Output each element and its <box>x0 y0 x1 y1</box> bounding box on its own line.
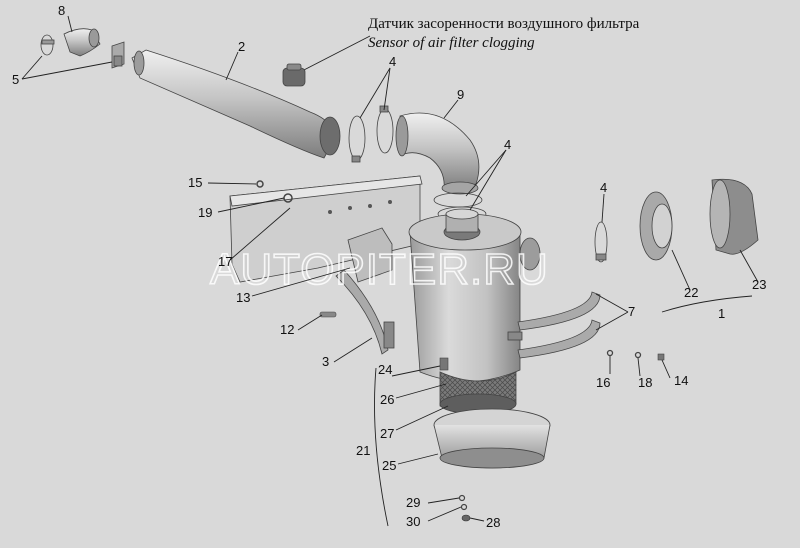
callout-14: 14 <box>674 373 688 388</box>
part-3-strap <box>335 269 395 355</box>
callout-17: 17 <box>218 254 232 269</box>
callout-28: 28 <box>486 515 500 530</box>
air-filter-housing <box>347 208 541 382</box>
part-9-elbow-tube <box>395 112 480 195</box>
callout-4c: 4 <box>600 180 607 195</box>
caption-en: Sensor of air filter clogging <box>368 35 535 51</box>
callout-5: 5 <box>12 72 19 87</box>
caption-ru: Датчик засоренности воздушного фильтра <box>368 16 640 32</box>
callout-labels: 8 5 2 4 9 4 4 15 19 17 13 12 3 22 23 1 7… <box>12 3 766 530</box>
part-4-clamps-upper <box>348 105 394 163</box>
callout-12: 12 <box>280 322 294 337</box>
callout-7: 7 <box>628 304 635 319</box>
callout-24: 24 <box>378 362 392 377</box>
part-5-clamps <box>40 34 125 69</box>
part-8-elbow <box>63 28 101 57</box>
part-25-dust-pan <box>433 408 551 469</box>
part-2-intake-tube <box>131 49 341 159</box>
callout-25: 25 <box>382 458 396 473</box>
callout-3: 3 <box>322 354 329 369</box>
callout-8: 8 <box>58 3 65 18</box>
callout-9: 9 <box>457 87 464 102</box>
part-4-clamp-right <box>594 221 608 263</box>
callout-18: 18 <box>638 375 652 390</box>
part-23-cover <box>709 178 759 255</box>
clogging-sensor <box>282 63 306 87</box>
callout-13: 13 <box>236 290 250 305</box>
callout-27: 27 <box>380 426 394 441</box>
watermark: AUTOPITER.RU <box>210 245 549 294</box>
part-13-bracket <box>229 175 423 283</box>
callout-4b: 4 <box>504 137 511 152</box>
callout-4a: 4 <box>389 54 396 69</box>
callout-21: 21 <box>356 443 370 458</box>
callout-29: 29 <box>406 495 420 510</box>
callout-26: 26 <box>380 392 394 407</box>
callout-16: 16 <box>596 375 610 390</box>
caption-leader <box>299 35 371 73</box>
part-7-straps <box>507 291 601 359</box>
leader-lines <box>21 15 759 527</box>
callout-2: 2 <box>238 39 245 54</box>
callout-19: 19 <box>198 205 212 220</box>
small-hardware <box>256 180 665 522</box>
callout-23: 23 <box>752 277 766 292</box>
callout-30: 30 <box>406 514 420 529</box>
callout-22: 22 <box>684 285 698 300</box>
part-22-flange <box>639 191 673 261</box>
callout-1: 1 <box>718 306 725 321</box>
callout-15: 15 <box>188 175 202 190</box>
